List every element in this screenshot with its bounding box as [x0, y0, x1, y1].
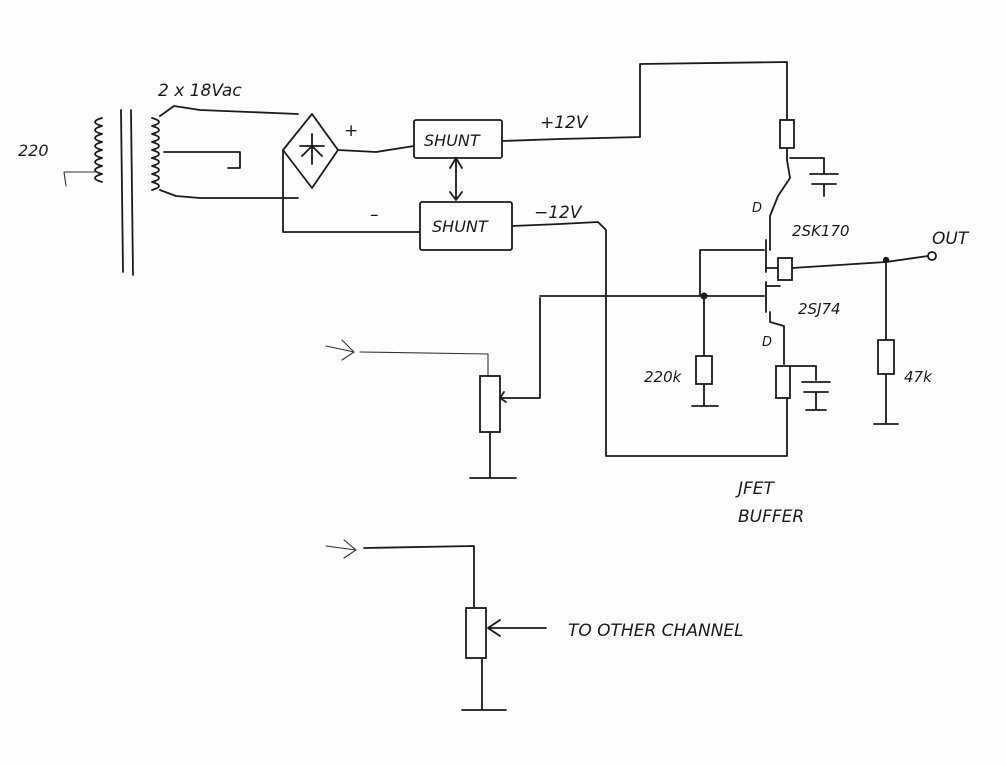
- input-arrow: [325, 339, 355, 361]
- shunt-link: [449, 157, 463, 201]
- bridge-plus-wire: [337, 145, 415, 153]
- plus-12v-wire: [501, 61, 788, 142]
- plus-12v-label: +12V: [540, 113, 589, 133]
- pot-wiper-2: [487, 619, 547, 637]
- bottom-drain-resistor: [775, 365, 791, 399]
- input-arrow-2: [325, 539, 357, 559]
- secondary-top-lead: [159, 105, 299, 117]
- drain-top-label: D: [752, 201, 762, 216]
- source-resistor: [777, 257, 793, 281]
- other-channel-pot: [325, 539, 547, 711]
- secondary-bottom-lead: [159, 189, 299, 199]
- shunt-regulator-top: [413, 61, 788, 159]
- gate-resistor-ground: [691, 383, 719, 407]
- bridge-diamond: [282, 113, 339, 189]
- transformer-rating-label: 2 x 18Vac: [158, 81, 242, 101]
- pot-ground-2: [461, 657, 507, 711]
- minus-sign-label: –: [370, 205, 379, 225]
- transformer: [63, 105, 299, 276]
- transformer-core-right: [130, 109, 134, 276]
- input-volume-pot: [325, 297, 541, 479]
- pot-ground: [469, 431, 517, 479]
- plus-sign-label: +: [344, 121, 358, 141]
- out-label: OUT: [932, 229, 970, 249]
- shunt-top-label: SHUNT: [424, 131, 481, 150]
- secondary-winding-bottom: [151, 157, 160, 191]
- shunt-top-box: [413, 119, 503, 159]
- gate-resistor: [695, 355, 713, 385]
- bottom-drain-wire: [769, 311, 785, 365]
- bridge-diode-symbol: [299, 133, 325, 165]
- caption-line-2: BUFFER: [738, 507, 804, 527]
- drain-bottom-label: D: [762, 335, 772, 350]
- mains-voltage-label: 220: [18, 141, 49, 160]
- output-load-resistor: [877, 339, 895, 375]
- bottom-decoupling-cap: [789, 365, 831, 411]
- top-drain-wire: [769, 147, 791, 251]
- top-drain-resistor: [779, 119, 795, 149]
- pot-wiper: [499, 297, 541, 403]
- primary-lead: [63, 171, 99, 187]
- transformer-core-left: [120, 109, 124, 273]
- output-junction: [882, 256, 890, 264]
- shunt-regulator-bottom: [419, 201, 788, 457]
- jfet-buffer: [539, 119, 937, 425]
- gate-resistor-label: 220k: [644, 368, 683, 386]
- output-load-ground: [873, 373, 899, 425]
- bridge-rectifier: [282, 113, 421, 233]
- top-decoupling-cap: [789, 157, 839, 197]
- gate-bus: [539, 249, 765, 297]
- shunt-bottom-label: SHUNT: [432, 217, 489, 236]
- pot-body: [479, 375, 501, 433]
- p-jfet-label: 2SJ74: [798, 300, 841, 318]
- load-resistor-label: 47k: [904, 368, 933, 386]
- out-terminal: [927, 251, 937, 261]
- input-lead-2: [363, 545, 475, 609]
- output-wire: [791, 255, 929, 269]
- n-jfet-label: 2SK170: [792, 222, 850, 240]
- minus-12v-label: −12V: [534, 203, 583, 223]
- input-lead: [359, 351, 489, 377]
- pot-body-2: [465, 607, 487, 659]
- to-other-channel-label: TO OTHER CHANNEL: [568, 621, 744, 641]
- secondary-winding-top: [151, 117, 160, 159]
- minus-12v-wire: [511, 221, 788, 457]
- caption-line-1: JFET: [735, 479, 776, 499]
- bridge-minus-wire: [282, 149, 421, 233]
- secondary-centre-tap: [163, 151, 241, 169]
